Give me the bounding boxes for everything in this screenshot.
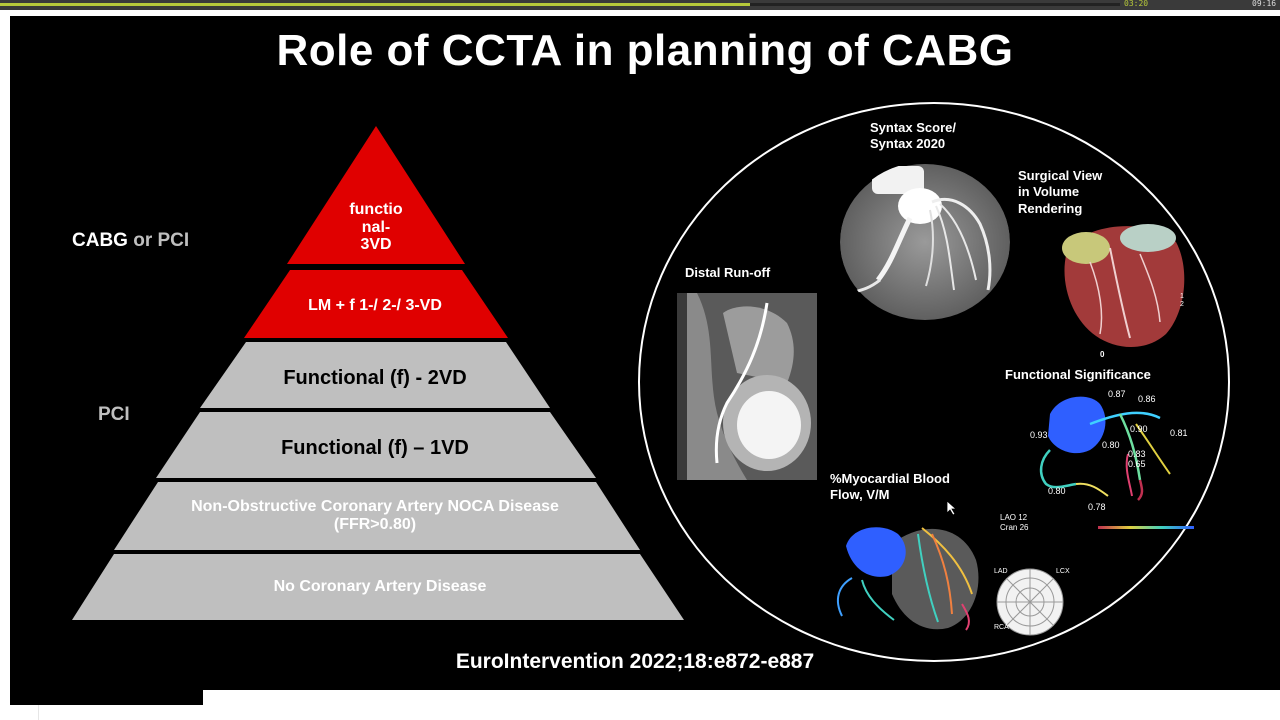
imaging-circle — [638, 102, 1230, 662]
ffr-val-3: 0.93 — [1030, 430, 1048, 440]
ffr-color-scale — [1098, 526, 1194, 529]
pyramid-tier-5 — [114, 482, 640, 550]
ffr-val-9: 0.80 — [1102, 440, 1120, 450]
surgical-line1: Surgical View — [1018, 168, 1103, 183]
syntax-line2: Syntax 2020 — [870, 136, 946, 152]
ct-svg — [677, 293, 817, 480]
tier1-line2: nal- — [361, 218, 391, 236]
myocardial-flow-label: %Myocardial Blood Flow, V/M — [830, 471, 950, 504]
pyramid-tier-6 — [72, 554, 684, 620]
citation: EuroIntervention 2022;18:e872-e887 — [455, 650, 815, 673]
or-pci-text: or PCI — [133, 230, 190, 251]
syntax-line1: Syntax Score/ — [870, 120, 956, 135]
pyramid-tier-2 — [244, 270, 508, 338]
ffr-svg — [1039, 396, 1171, 501]
presentation-slide: Role of CCTA in planning of CABG CABG or… — [10, 16, 1280, 690]
pci-label: PCI — [98, 404, 130, 425]
lao-label: LAO 12 — [1000, 513, 1028, 522]
pyramid-tier-3 — [200, 342, 550, 408]
elapsed-time: 03:20 — [1124, 0, 1149, 8]
slide-title: Role of CCTA in planning of CABG — [276, 26, 1014, 75]
surgical-view-label: Surgical View in Volume Rendering — [1018, 168, 1102, 217]
tier-label-1vd: Functional (f) – 1VD — [281, 437, 469, 459]
surgical-line3: Rendering — [1018, 200, 1083, 216]
surgical-line2: in Volume — [1018, 184, 1080, 200]
pyramid-tier-4 — [156, 412, 596, 478]
ffr-ct-image — [1020, 384, 1210, 514]
syntax-score-label: Syntax Score/ Syntax 2020 — [870, 120, 956, 153]
myocardial-line2: Flow, V/M — [830, 487, 890, 503]
myocardial-svg — [836, 527, 979, 631]
ffr-val-7: 0.83 — [1128, 449, 1146, 459]
ffr-val-8: 0.65 — [1128, 459, 1146, 469]
total-time: 09:16 — [1252, 0, 1277, 8]
ffr-val-5: 0.90 — [1130, 424, 1148, 434]
bullseye-rca: RCA — [994, 624, 1009, 631]
pyramid-tier-1 — [287, 126, 465, 264]
functional-significance-label: Functional Significance — [1005, 367, 1151, 382]
video-progress-bar[interactable]: 03:20 09:16 — [0, 0, 1280, 10]
distal-runoff-label: Distal Run-off — [685, 265, 771, 280]
noca-line2: (FFR>0.80) — [333, 515, 417, 533]
bullseye-lad: LAD — [994, 568, 1008, 575]
tier-label-functional-3vd: functio nal- 3VD — [326, 201, 426, 254]
syntax-angiogram-image — [840, 162, 1010, 322]
decision-pyramid — [72, 126, 684, 620]
noca-line1: Non-Obstructive Coronary Artery NOCA Dis… — [191, 498, 559, 515]
bullseye-plot — [994, 566, 1066, 638]
cabg-text: CABG — [72, 230, 128, 251]
tier1-line3: 3VD — [360, 236, 392, 254]
tier-label-no-cad: No Coronary Artery Disease — [273, 578, 487, 595]
tier-label-lm: LM + f 1-/ 2-/ 3-VD — [308, 297, 442, 314]
mouse-cursor-icon — [946, 500, 958, 516]
ffr-val-2: 0.86 — [1138, 394, 1156, 404]
progress-fill — [0, 3, 751, 6]
volume-rendering-image: 1 2 — [1050, 218, 1190, 358]
myocardial-flow-image — [822, 504, 992, 632]
bullseye-lcx: LCX — [1056, 568, 1070, 575]
svg-text:2: 2 — [1180, 301, 1184, 308]
tier-label-2vd: Functional (f) - 2VD — [283, 367, 467, 389]
ffr-val-4: 0.80 — [1048, 486, 1066, 496]
ffr-val-6: 0.81 — [1170, 428, 1188, 438]
volume-rendering-svg: 1 2 — [1062, 224, 1185, 347]
distal-runoff-ct-image — [677, 293, 817, 480]
bullseye-svg — [996, 568, 1064, 636]
bottom-left-black-block — [10, 620, 203, 705]
edge-line — [38, 705, 39, 720]
ffr-val-10: 0.78 — [1088, 502, 1106, 512]
ffr-val-1: 0.87 — [1108, 389, 1126, 399]
zero-marker: 0 — [1100, 350, 1105, 359]
cran-label: Cran 26 — [1000, 523, 1029, 532]
cabg-or-pci-label: CABG or PCI — [72, 230, 189, 252]
tier-label-noca: Non-Obstructive Coronary Artery NOCA Dis… — [130, 498, 620, 533]
tier1-line1: functio — [349, 201, 403, 218]
svg-text:1: 1 — [1180, 293, 1184, 300]
angiogram-svg — [840, 164, 1010, 320]
myocardial-line1: %Myocardial Blood — [830, 471, 950, 486]
